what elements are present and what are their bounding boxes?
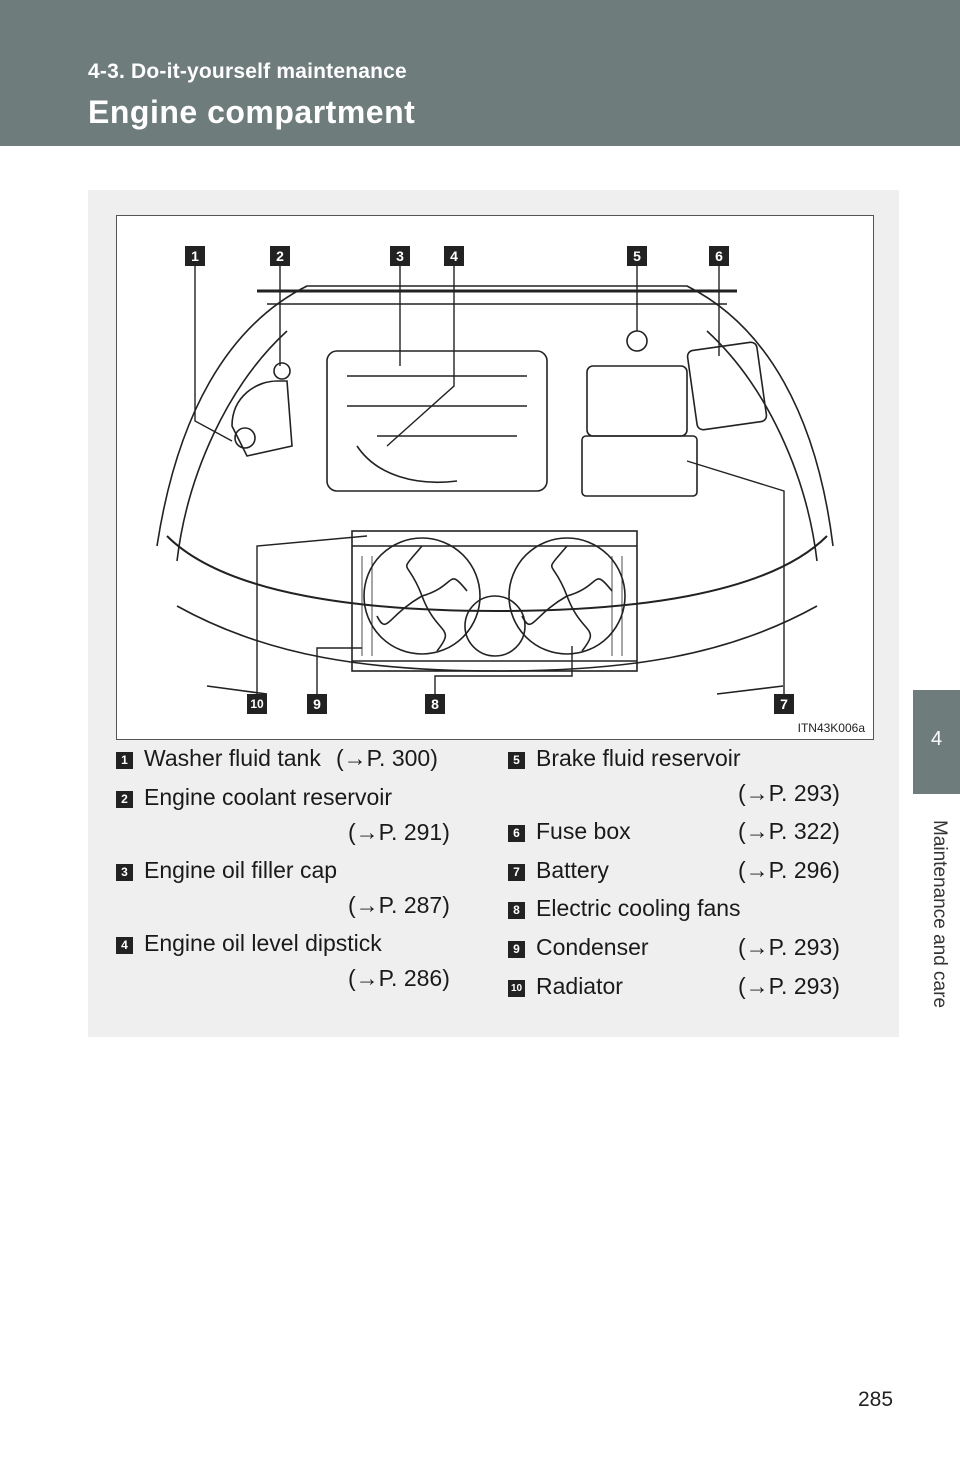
page-reference: (→P. 322) — [738, 818, 840, 844]
section-heading: 4-3. Do-it-yourself maintenance — [88, 60, 407, 83]
figure-id: ITN43K006a — [797, 721, 865, 735]
page-reference: (→P. 291) — [348, 819, 450, 845]
page-reference: (→P. 296) — [738, 857, 840, 883]
item-number: 6 — [508, 825, 525, 842]
callout-badge-3: 3 — [390, 246, 410, 266]
item-label: Battery — [536, 857, 609, 883]
item-number: 10 — [508, 980, 525, 997]
engine-drawing — [156, 263, 834, 695]
item-number: 7 — [508, 864, 525, 881]
item-number: 1 — [116, 752, 133, 769]
item-number: 3 — [116, 864, 133, 881]
page-number: 285 — [858, 1388, 894, 1411]
chapter-number: 4 — [930, 728, 943, 750]
item-number: 9 — [508, 941, 525, 958]
item-label: Radiator — [536, 973, 623, 999]
item-label: Washer fluid tank — [144, 745, 321, 771]
chapter-label: Maintenance and care — [929, 819, 950, 1008]
page-header: 4-3. Do-it-yourself maintenance Engine c… — [0, 0, 960, 146]
item-label: Electric cooling fans — [536, 895, 741, 921]
item-label: Brake fluid reservoir — [536, 745, 741, 771]
callout-badge-9: 9 — [307, 694, 327, 714]
page-reference: (→P. 293) — [738, 973, 840, 999]
item-number: 2 — [116, 791, 133, 808]
callout-badge-1: 1 — [185, 246, 205, 266]
callout-badge-8: 8 — [425, 694, 445, 714]
page-reference: (→P. 287) — [348, 892, 450, 918]
callout-badge-4: 4 — [444, 246, 464, 266]
callout-badge-2: 2 — [270, 246, 290, 266]
item-label: Engine coolant reservoir — [144, 784, 393, 810]
item-number: 5 — [508, 752, 525, 769]
page-reference: (→P. 286) — [348, 965, 450, 991]
callout-badge-7: 7 — [774, 694, 794, 714]
page-reference: (→P. 293) — [738, 780, 840, 806]
callout-badge-10: 10 — [247, 694, 267, 714]
item-label: Fuse box — [536, 818, 631, 844]
callout-badge-6: 6 — [709, 246, 729, 266]
item-number: 8 — [508, 902, 525, 919]
item-label: Condenser — [536, 934, 649, 960]
page-title: Engine compartment — [88, 94, 416, 130]
item-number: 4 — [116, 937, 133, 954]
engine-illustration: 1 2 3 4 5 6 10 9 8 7 ITN43K006a — [116, 215, 874, 740]
page-reference: (→P. 293) — [738, 934, 840, 960]
callout-badge-5: 5 — [627, 246, 647, 266]
chapter-tab[interactable]: 4 — [913, 690, 960, 794]
item-label: Engine oil filler cap — [144, 857, 338, 883]
page-reference: (→P. 300) — [336, 745, 438, 771]
item-label: Engine oil level dipstick — [144, 930, 382, 956]
